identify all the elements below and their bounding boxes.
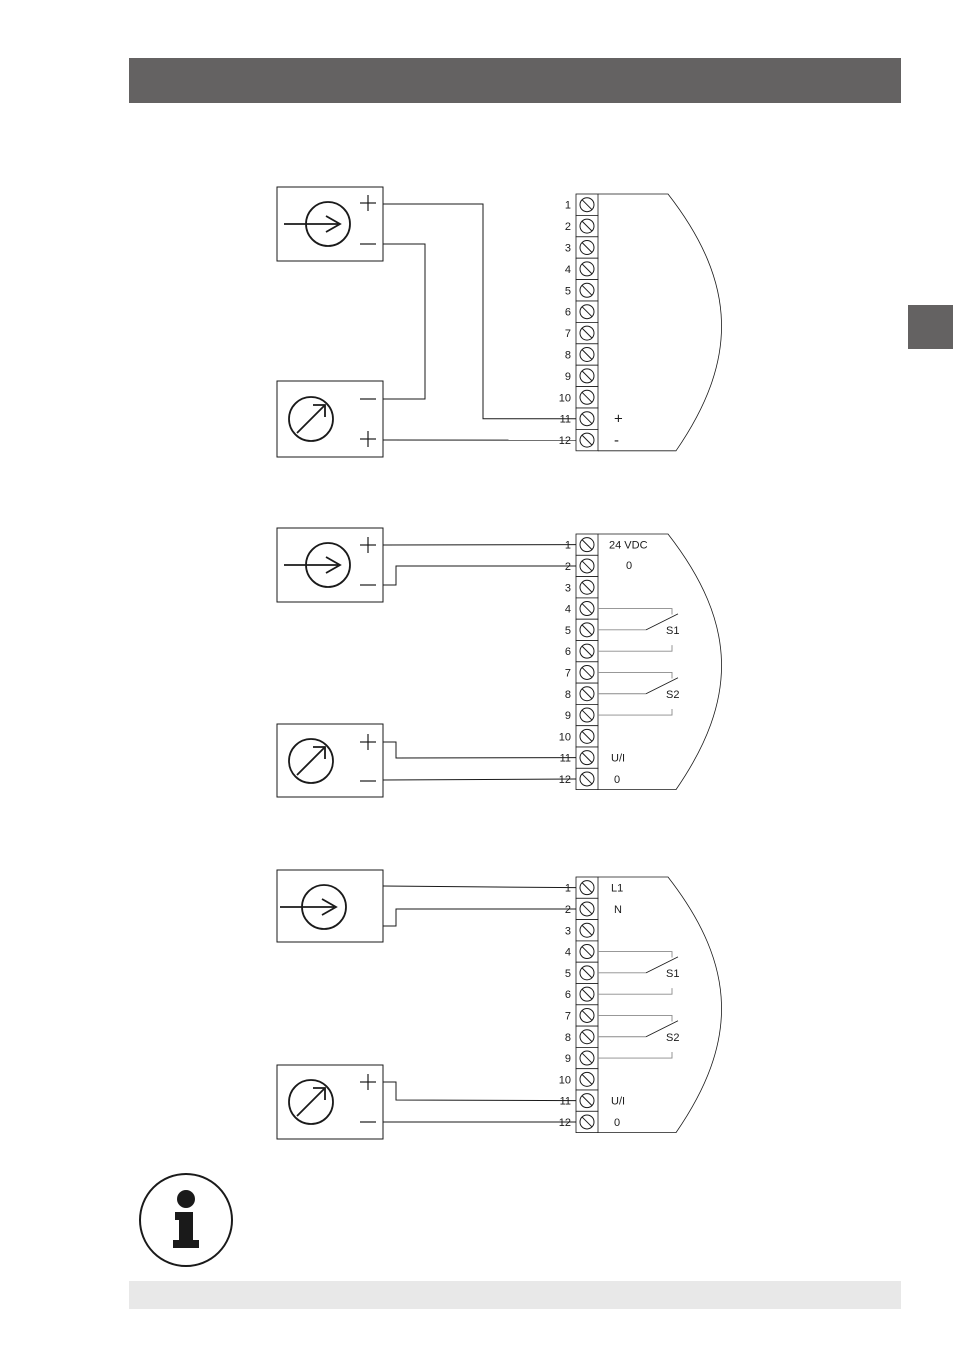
wire-output [383,1082,576,1101]
terminal-number-1: 1 [565,883,571,895]
info-icon [137,1172,235,1268]
relay-line [598,645,672,651]
transmitter-box [277,870,383,942]
wiring-diagram-3: 123456789101112L1NS1S2U/I0 [277,870,722,1139]
terminal-number-1: 1 [565,540,571,552]
supply-zero-label: 0 [626,560,632,572]
wire-plus [383,204,576,419]
output-zero-label: 0 [614,1117,620,1129]
terminal-number-3: 3 [565,243,571,255]
wire-line [383,886,576,888]
display-box [277,724,383,797]
wire-loop [383,244,425,399]
terminal-number-4: 4 [565,264,571,276]
output-label: U/I [611,1096,625,1108]
terminal-number-6: 6 [565,989,571,1001]
terminal-number-11: 11 [560,1096,571,1108]
output-zero-label: 0 [614,774,620,786]
terminal-number-12: 12 [559,774,571,786]
terminal-number-3: 3 [565,925,571,937]
wire-output-zero [383,779,576,780]
terminal-number-11: 11 [560,414,571,426]
terminal-number-1: 1 [565,200,571,212]
terminal-number-8: 8 [565,689,571,701]
relay-line [598,672,672,678]
terminal-number-7: 7 [565,667,571,679]
terminal-plus-label: + [614,411,623,428]
terminal-number-2: 2 [565,561,571,573]
terminal-number-8: 8 [565,350,571,362]
display-box [277,381,383,457]
output-label: U/I [611,753,625,765]
wire-output [383,742,576,758]
wire-neutral [383,909,576,926]
terminal-number-2: 2 [565,904,571,916]
relay-line [598,952,672,958]
terminal-number-5: 5 [565,625,571,637]
relay-line [598,1052,672,1058]
wiring-diagram-2: 12345678910111224 VDC0S1S2U/I0 [277,528,722,797]
terminal-number-12: 12 [559,435,571,447]
terminal-number-11: 11 [560,753,571,765]
terminal-number-9: 9 [565,371,571,383]
wire-supply-zero [383,566,576,585]
relay-line [598,609,672,615]
terminal-number-10: 10 [559,392,571,404]
neutral-label: N [614,904,622,916]
supply-label: 24 VDC [609,540,648,552]
relay-line [598,709,672,715]
terminal-number-12: 12 [559,1117,571,1129]
terminal-number-2: 2 [565,221,571,233]
terminal-number-4: 4 [565,947,571,959]
terminal-number-5: 5 [565,285,571,297]
terminal-number-5: 5 [565,968,571,980]
relay-label: S2 [666,689,679,701]
relay-line [598,1015,672,1021]
relay-label: S1 [666,968,679,980]
terminal-number-3: 3 [565,582,571,594]
terminal-number-10: 10 [559,731,571,743]
terminal-number-10: 10 [559,1074,571,1086]
terminal-number-9: 9 [565,710,571,722]
terminal-number-8: 8 [565,1032,571,1044]
terminal-number-7: 7 [565,1010,571,1022]
relay-label: S1 [666,625,679,637]
terminal-number-9: 9 [565,1053,571,1065]
device-housing [598,534,722,790]
terminal-number-6: 6 [565,307,571,319]
terminal-number-4: 4 [565,604,571,616]
terminal-number-6: 6 [565,646,571,658]
display-box [277,1065,383,1139]
terminal-minus-label: - [614,432,619,449]
terminal-number-7: 7 [565,328,571,340]
line-label: L1 [611,883,623,895]
relay-line [598,988,672,994]
relay-label: S2 [666,1032,679,1044]
